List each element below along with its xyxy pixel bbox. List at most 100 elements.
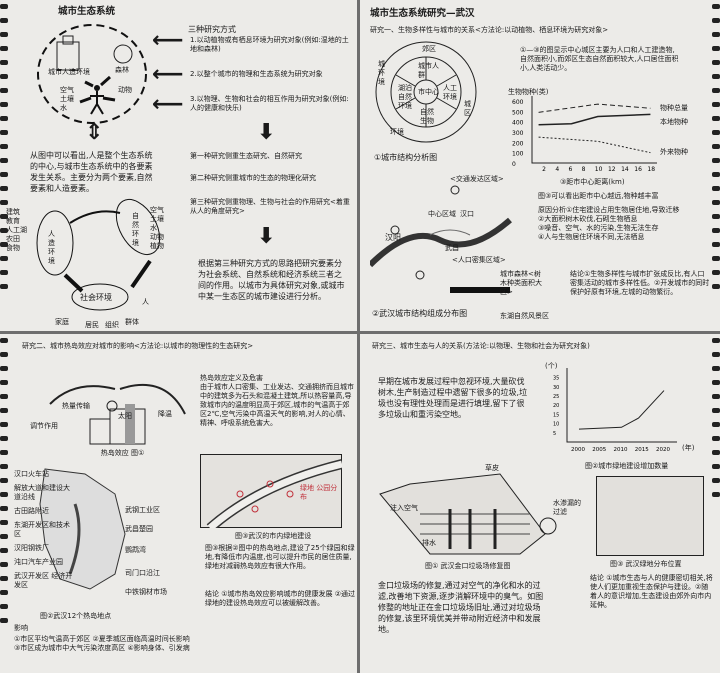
y-tick-label: 20 [553, 403, 559, 409]
wuhan-heat-map [39, 468, 126, 590]
natural-environment: 自然环境 [132, 212, 139, 247]
notebook-page-ecology-and-people: 研究三、城市生态与人的关系(方法论:以物理、生物和社会为研究对象) 早期在城市发… [360, 334, 720, 673]
label-grass: 草皮 [485, 464, 499, 472]
figure-caption: 图③ 武汉绿地分布位置 [610, 560, 682, 568]
ring-outer: 环境 [390, 128, 404, 136]
x-tick-label: 2 [542, 166, 546, 173]
social-item: 家庭 [55, 318, 69, 326]
arrow-left-icon: ⟵ [152, 62, 184, 87]
map-label: 城市森林<树木种类面积大区> [500, 270, 542, 296]
x-tick-label: 2000 [571, 447, 585, 453]
notebook-page-heat-island: 研究二、城市热岛效应对城市的影响<方法论:以城市的物理性的生态研究> 调节作用 … [0, 334, 357, 673]
y-tick-label: 600 [512, 99, 524, 106]
ring-outer: 城区 [464, 100, 471, 117]
arrow-down-icon: ⬇ [257, 120, 276, 145]
x-tick-label: 16 [634, 166, 642, 173]
series-line-物种总量 [538, 103, 651, 113]
legend-alien: 外来物种 [660, 148, 688, 156]
repair-description: 金口垃圾场的修复,通过对空气的净化和水的过滤,改善地下资源,逐步消解环境中的臭气… [378, 581, 544, 634]
map-label: 中心区域 [428, 210, 456, 218]
y-tick-label: 25 [553, 394, 559, 400]
x-tick-label: 4 [555, 166, 559, 173]
x-tick-label: 2005 [592, 447, 606, 453]
label-animal: 动物 [118, 86, 132, 94]
figure-caption: 热岛效应 图① [100, 449, 145, 457]
y-tick-label: 35 [553, 376, 559, 382]
figure-caption: 图③武汉的市内绿地建设 [235, 532, 312, 540]
fig3-text: 图③根据②图中的热岛地点,建设了25个绿园和绿地,有降低市内温度,也可以提升市民… [205, 544, 355, 570]
y-tick-label: 5 [553, 431, 556, 437]
note-2: 第二种研究侧重城市的生态的物理化研究 [190, 174, 316, 182]
spiral-binding [712, 338, 720, 497]
spiral-binding [712, 4, 720, 289]
natural-items: 空气土壤水动物植物 [150, 206, 164, 250]
conclusion-text: 结论 ①城市热岛效应影响城市的健康发展 ②通过绿地的建设热岛效应可以被缓解改善。 [205, 590, 356, 607]
x-tick-label: 14 [621, 166, 629, 173]
ring-inner: 人工环境 [443, 84, 457, 101]
figure-caption: 图②城市绿地建设增加数量 [585, 462, 669, 470]
study-heading: 研究一、生物多样性与城市的关系<方法论:以动植物、栖息环境为研究对象> [370, 26, 609, 34]
red-annotation: 绿地 公园分布 [300, 484, 338, 501]
chart-xlabel: ③距市中心距离(km) [560, 178, 625, 186]
map-label: <交通发达区域> [450, 175, 504, 183]
arrow-updown-icon: ⇕ [85, 120, 104, 145]
chart-axes [566, 368, 677, 443]
arrow-left-icon: ⟵ [152, 92, 184, 117]
arrow-down-icon: ⬇ [257, 224, 276, 249]
wuhan-map-sketch [370, 185, 512, 293]
y-tick-label: 0 [512, 161, 516, 168]
intro-text: 早期在城市发展过程中忽视环境,大量砍伐树木,生产制造过程中遗留下很多的垃圾,垃圾… [378, 377, 528, 419]
chart-axes [531, 96, 657, 164]
label-forest: 森林 [115, 66, 129, 74]
x-tick-label: 10 [595, 166, 603, 173]
figure-caption: ①城市结构分析图 [374, 153, 438, 162]
x-tick-label: 12 [608, 166, 616, 173]
label-sun: 太阳 [118, 412, 132, 420]
figure-caption: 图②武汉12个热岛地点 [40, 612, 112, 620]
green-space-location-map [596, 476, 704, 556]
label-inject-air: 注入空气 [390, 504, 418, 512]
figure-caption: ②武汉城市结构组成分布图 [372, 309, 468, 318]
ring-center: 市中心 [418, 88, 439, 96]
ring-outer: 郊区 [422, 45, 436, 53]
conclusion-text: 结论 ①城市生态与人的健康密切相关,将使人们更加重视生态保护与建设。②随着人的意… [590, 574, 713, 609]
heat-island-diagram [49, 383, 186, 445]
map-label: 东湖自然风景区 [500, 312, 549, 320]
figure-caption: 图① 武汉金口垃圾场修复图 [425, 562, 511, 570]
label-filter: 水渗漏的过滤 [553, 499, 581, 516]
note-1: 第一种研究侧重生态研究、自然研究 [190, 152, 302, 160]
note-3: 第三种研究侧重物理、生物与社会的作用研究<着重从人的角度研究> [190, 198, 350, 215]
ring-outer: 城环境 [378, 60, 385, 86]
y-tick-label: 500 [512, 109, 524, 116]
x-tick-label: 8 [582, 166, 586, 173]
left-explanation: 从图中可以看出,人是整个生态系统的中心,与城市生态系统中的各要素发生关系。主要分… [30, 151, 153, 193]
social-item: 组织 [105, 321, 119, 329]
chart-note: 图③可以看出距市中心越远,物种越丰富 [538, 192, 659, 200]
map-left-labels: 汉口火车站解放大道和建设大道沿线古田路附近东湖开发区和技术区汉阳钢铁厂沌口汽车产… [14, 470, 73, 589]
environment-diagram [36, 199, 161, 311]
y-tick-label: 15 [553, 412, 559, 418]
page-title: 研究三、城市生态与人的关系(方法论:以物理、生物和社会为研究对象) [372, 342, 590, 350]
page-title: 研究二、城市热岛效应对城市的影响<方法论:以城市的物理性的生态研究> [22, 342, 254, 350]
page-title: 城市生态系统研究—武汉 [370, 8, 475, 19]
x-tick-label: 2020 [656, 447, 670, 453]
spiral-binding [0, 338, 8, 623]
x-tick-label: 6 [568, 166, 572, 173]
impact-title: 影响 [14, 624, 28, 632]
landfill-repair-diagram [379, 473, 557, 555]
notebook-page-urban-ecosystem: 城市生态系统 城市人造环境 森林 空气土壤水 动物 ⟵ ⟵ ⟵ 三种研究方式 1… [0, 0, 357, 331]
y-tick-label: 30 [553, 385, 559, 391]
x-tick-label: 18 [647, 166, 655, 173]
map-label: 武昌 [445, 244, 459, 252]
ring-inner: 自然生物 [420, 108, 434, 125]
label-air-soil-water: 空气土壤水 [60, 86, 74, 112]
map-label: <人口密集区域> [452, 256, 506, 264]
series-line [578, 390, 665, 430]
map-label: 汉阳 [385, 233, 401, 242]
legend-native: 本地物种 [660, 118, 688, 126]
description-text: ①—③的图显示中心城区主要为人口和人工建造物,自然面积小,而郊区生态自然面积较大… [520, 46, 679, 72]
ring-inner: 湖泊自然环境 [398, 84, 412, 110]
